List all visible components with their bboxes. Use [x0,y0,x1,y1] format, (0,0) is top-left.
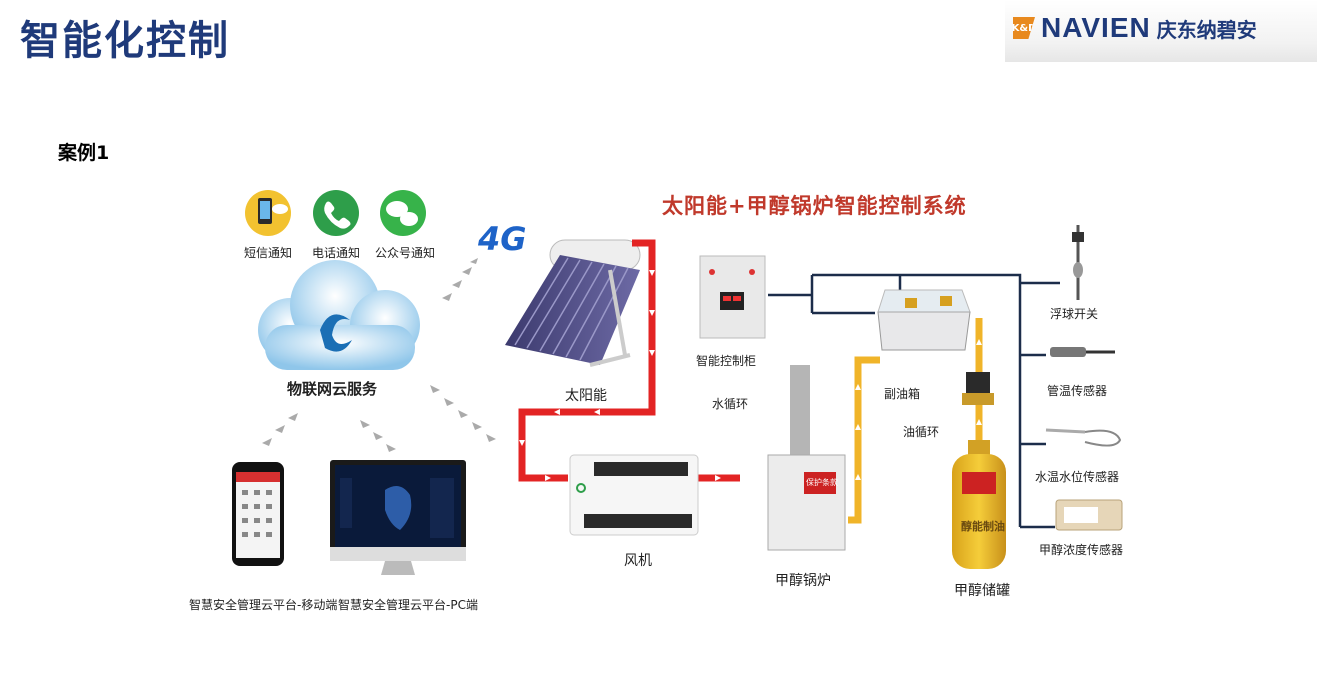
oil-pipe-arrows [855,339,982,480]
notify-sms-label: 短信通知 [244,246,293,260]
solar-label: 太阳能 [565,388,607,404]
boiler-tag-text: 保护条款 [806,478,838,487]
solenoid-valve-icon [962,372,994,405]
water-loop-label: 水循环 [712,397,749,411]
pc-monitor-icon [330,460,466,575]
cloud-icon [258,260,420,370]
solar-heater-icon [505,239,641,367]
diagram-title: 太阳能+甲醇锅炉智能控制系统 [662,194,967,218]
notify-phone-label: 电话通知 [312,246,361,260]
phone-icon [313,190,359,236]
sensor-methanol-label: 甲醇浓度传感器 [1039,543,1124,557]
cabinet-label: 智能控制柜 [696,354,757,368]
control-wiring [768,273,1060,529]
notify-wechat-label: 公众号通知 [375,246,436,260]
storage-tank-icon [952,440,1006,569]
sensor-float-label: 浮球开关 [1050,307,1099,321]
pipe-temp-sensor-icon [1050,347,1115,357]
methanol-concentration-sensor-icon [1055,499,1123,531]
sensor-water-level-label: 水温水位传感器 [1035,470,1120,484]
client-mobile-label: 智慧安全管理云平台-移动端 [189,598,338,612]
mobile-device-icon [232,462,284,566]
signal-waves-icon [262,258,496,452]
pipe-arrows [519,270,721,481]
boiler-icon [767,365,846,551]
fan-coil-icon [569,454,699,536]
oil-tank-icon [877,289,971,351]
water-level-sensor-icon [1045,428,1122,447]
brand-name: NAVIEN [1041,12,1151,43]
client-pc-label: 智慧安全管理云平台-PC端 [338,598,478,612]
sensor-pipe-temp-label: 管温传感器 [1047,384,1108,398]
network-label: 4G [478,220,527,258]
float-switch-icon [1072,225,1084,300]
wechat-icon [380,190,426,236]
boiler-label: 甲醇锅炉 [775,573,831,589]
cloud-label: 物联网云服务 [287,380,378,398]
sms-icon [245,190,291,236]
brand-logo: K&D NAVIEN 庆东纳碧安 [1005,0,1317,62]
storage-label: 甲醇储罐 [954,583,1010,599]
kd-logo-icon: K&D [1013,17,1035,39]
brand-cn-name: 庆东纳碧安 [1156,17,1257,42]
control-cabinet-icon [699,255,766,339]
page-title: 智能化控制 [20,18,230,64]
case-label: 案例1 [58,142,110,164]
tank-print-text: 醇能制油 [961,520,1005,533]
fan-label: 风机 [624,553,652,569]
oil-loop-label: 油循环 [903,425,940,439]
oil-tank-label: 副油箱 [884,387,921,401]
